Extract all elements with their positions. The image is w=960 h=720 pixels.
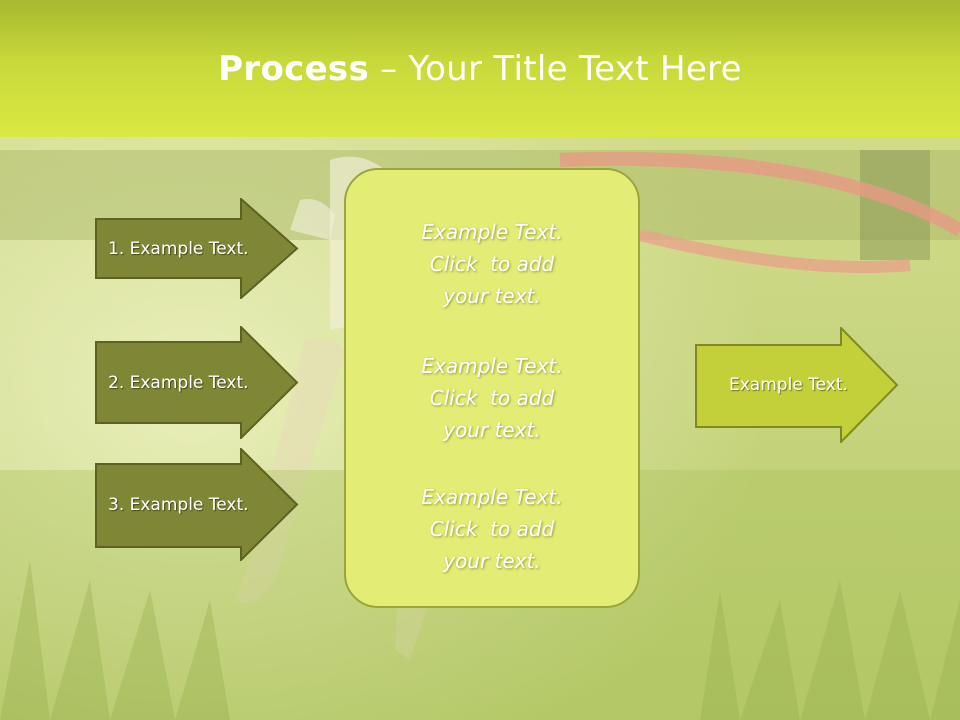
- center-text-block-1: Example Text. Click to add your text.: [346, 216, 638, 312]
- title-band: Process – Your Title Text Here: [0, 0, 960, 137]
- right-arrow: Example Text.: [695, 325, 899, 445]
- arrow-shape-3: [95, 446, 299, 563]
- block-1-line-3: your text.: [443, 284, 541, 308]
- left-arrow-2: 2. Example Text.: [95, 324, 299, 441]
- left-arrow-label-1: 1. Example Text.: [108, 238, 249, 259]
- arrow-shape-2: [95, 324, 299, 441]
- left-arrow-3: 3. Example Text.: [95, 446, 299, 563]
- right-arrow-label: Example Text.: [729, 375, 848, 395]
- slide-title: Process – Your Title Text Here: [218, 49, 742, 89]
- center-text-block-2: Example Text. Click to add your text.: [346, 350, 638, 446]
- block-3-line-3: your text.: [443, 549, 541, 573]
- title-strong: Process: [218, 48, 370, 89]
- title-rest: – Your Title Text Here: [369, 48, 742, 89]
- block-1-line-2: Click to add: [429, 252, 555, 276]
- block-1-line-1: Example Text.: [421, 220, 563, 244]
- block-2-line-2: Click to add: [429, 386, 555, 410]
- left-arrow-label-3: 3. Example Text.: [108, 494, 249, 515]
- center-text-block-3: Example Text. Click to add your text.: [346, 481, 638, 577]
- left-arrow-1: 1. Example Text.: [95, 196, 299, 301]
- block-2-line-3: your text.: [443, 418, 541, 442]
- arrow-shape-1: [95, 196, 299, 301]
- block-3-line-1: Example Text.: [421, 485, 563, 509]
- block-2-line-1: Example Text.: [421, 354, 563, 378]
- right-arrow-shape: [695, 325, 899, 445]
- block-3-line-2: Click to add: [429, 517, 555, 541]
- left-arrow-label-2: 2. Example Text.: [108, 372, 249, 393]
- center-text-panel: Example Text. Click to add your text. Ex…: [344, 168, 640, 608]
